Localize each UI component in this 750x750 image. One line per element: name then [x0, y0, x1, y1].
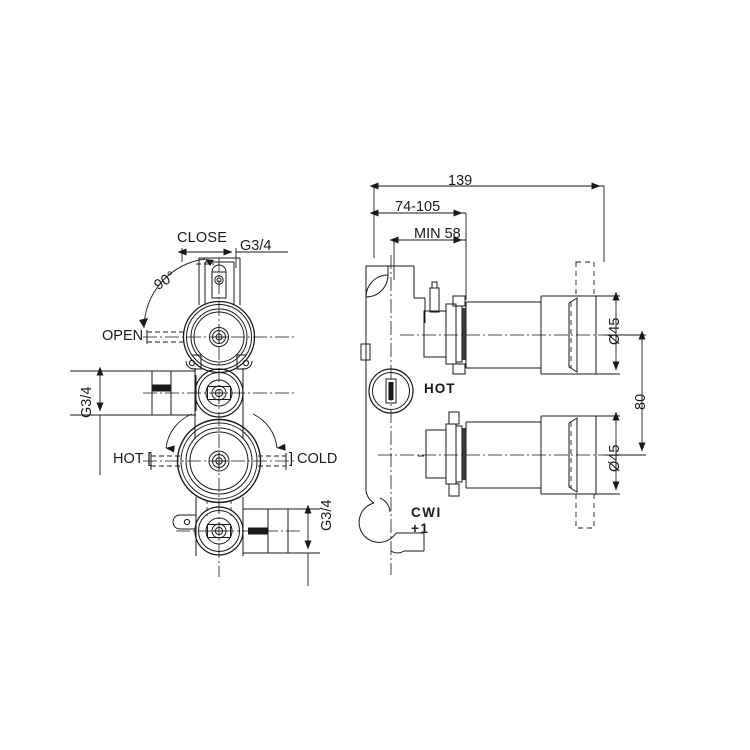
side-view-group — [358, 182, 646, 575]
dim-g34-bottom — [288, 504, 320, 586]
front-lower-body — [172, 497, 244, 556]
cold-indicator — [258, 455, 286, 467]
dimension-label-center-spacing: 80 — [633, 393, 649, 410]
open-indicator — [147, 331, 186, 343]
side-lower-cartridge — [418, 411, 597, 497]
front-bottom-dashed-lines — [206, 500, 232, 516]
dim-139 — [369, 182, 605, 262]
dim-g34-left — [70, 366, 152, 475]
front-top-spigot — [198, 257, 241, 305]
label-hot-front: HOT [ — [113, 451, 152, 467]
dimension-label-min-depth: MIN 58 — [414, 226, 461, 242]
dimension-label-diameter-upper: Ø45 — [607, 317, 623, 345]
label-cold-front: ] COLD — [289, 451, 338, 467]
front-view-centerlines-horizontal — [143, 336, 300, 532]
label-close: CLOSE — [177, 230, 228, 246]
dim-80 — [604, 330, 646, 456]
label-cold-water-inlet-note: +1 — [411, 521, 430, 536]
dim-close — [177, 248, 237, 268]
label-thread-top: G3/4 — [240, 238, 272, 254]
side-cartridge-centerlines — [378, 334, 604, 456]
front-left-port — [151, 370, 197, 416]
cold-curved-arrow — [252, 413, 286, 451]
label-thread-bottom: G3/4 — [319, 499, 335, 531]
hot-curved-arrow — [165, 413, 193, 453]
hot-indicator — [151, 455, 180, 467]
dim-74-105 — [369, 209, 467, 300]
rotation-arc-90 — [139, 258, 214, 329]
side-upper-cartridge — [423, 281, 597, 375]
label-thread-left: G3/4 — [79, 386, 95, 418]
dimension-label-diameter-lower: Ø45 — [607, 444, 623, 472]
label-cold-water-inlet: CWI — [411, 505, 442, 520]
dimension-label-install-depth: 74-105 — [395, 199, 441, 215]
dim-min-58 — [389, 236, 466, 280]
dimension-label-overall-length: 139 — [448, 173, 473, 189]
front-view-group — [70, 248, 320, 586]
label-open: OPEN — [102, 328, 144, 344]
side-trim-dashed — [570, 261, 595, 529]
label-hot-port-side: HOT — [424, 381, 456, 396]
side-valve-body — [358, 265, 426, 554]
